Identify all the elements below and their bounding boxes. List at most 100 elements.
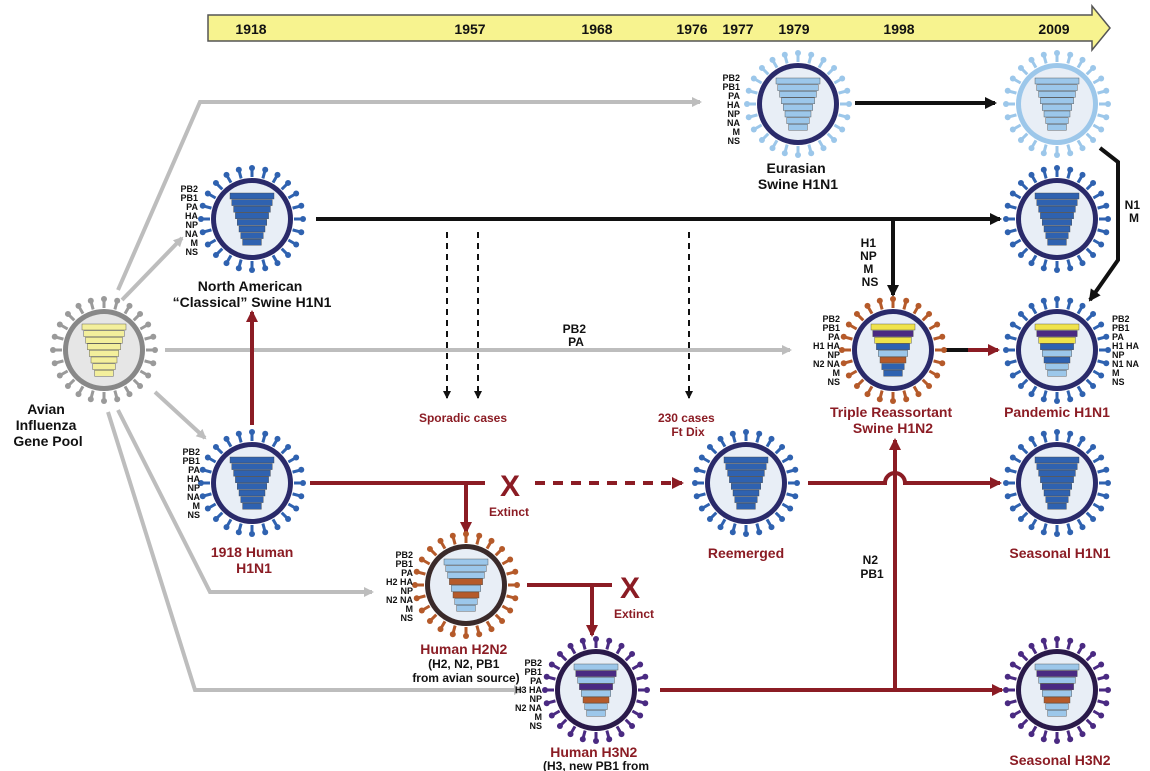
- virus-spike-tip: [213, 252, 219, 258]
- virus-spike-tip: [114, 396, 120, 402]
- virus-spike-tip: [821, 145, 827, 151]
- gene: NS: [187, 510, 200, 520]
- virus-spike-tip: [544, 674, 550, 680]
- virus-spike-tip: [770, 57, 776, 63]
- virus-spike-tip: [224, 524, 230, 530]
- gene-segment: [1040, 98, 1073, 104]
- virus-spike-tip: [544, 700, 550, 706]
- virus-spike-tip: [450, 533, 456, 539]
- gene: NS: [727, 136, 740, 146]
- n1-m-label: N1 M: [1125, 198, 1144, 225]
- gene: NS: [529, 721, 542, 731]
- eurasian-label-line: Swine H1N1: [758, 176, 838, 192]
- gene-segment: [1044, 226, 1070, 232]
- virus-spike-tip: [1003, 101, 1009, 107]
- h2n2-label-note: (H2, N2, PB1: [428, 657, 500, 671]
- virus-spike-tip: [419, 557, 425, 563]
- h2n2-label: Human H2N2 (H2, N2, PB1 from avian sourc…: [412, 641, 519, 685]
- virus-spike-tip: [839, 76, 845, 82]
- gene-segment: [451, 585, 481, 591]
- virus-spike-tip: [1080, 260, 1086, 266]
- n2-pb1-label-line: PB1: [860, 567, 884, 581]
- virus-spike-tip: [787, 455, 793, 461]
- virus-spike-tip: [1010, 713, 1016, 719]
- virus-seasonal-h3n2: [1003, 636, 1111, 744]
- n1-m-label-line: M: [1129, 211, 1139, 225]
- triple-label: Triple Reassortant Swine H1N2: [830, 404, 956, 436]
- virus-spike-tip: [1090, 65, 1096, 71]
- gene: NS: [1112, 377, 1125, 387]
- virus-spike-tip: [1003, 687, 1009, 693]
- gene-segment: [1044, 111, 1070, 117]
- virus-spike-tip: [285, 516, 291, 522]
- gene-segment: [871, 324, 915, 330]
- sporadic-label: Sporadic cases: [419, 411, 507, 425]
- virus-spike-tip: [1029, 172, 1035, 178]
- virus-spike-tip: [746, 88, 752, 94]
- gene-segment: [1035, 78, 1079, 84]
- virus-spike-tip: [200, 467, 206, 473]
- virus-na-swine: [198, 165, 306, 273]
- virus-spike-tip: [236, 167, 242, 173]
- virus-spike-tip: [1010, 322, 1016, 328]
- virus-spike-tip: [137, 383, 143, 389]
- virus-triple: [839, 296, 947, 404]
- virus-spike-tip: [298, 203, 304, 209]
- arrow-avian-to-na-swine: [122, 238, 182, 300]
- gene-segment: [235, 477, 268, 483]
- virus-spike-tip: [1067, 52, 1073, 58]
- virus-spike-tip: [903, 396, 909, 402]
- avian-label-line: Gene Pool: [13, 433, 82, 449]
- virus-spike-tip: [293, 455, 299, 461]
- virus-spike-tip: [489, 626, 495, 632]
- virus-spike-tip: [249, 267, 255, 273]
- gene-segment: [237, 483, 267, 489]
- virus-spike-tip: [262, 167, 268, 173]
- virus-seasonal-h1n1: [1003, 429, 1111, 537]
- year-1976: 1976: [676, 21, 707, 37]
- virus-spike-tip: [1103, 700, 1109, 706]
- virus-spike-tip: [1067, 529, 1073, 535]
- virus-spike-tip: [1080, 524, 1086, 530]
- gene-segment: [84, 331, 124, 337]
- virus-spike-tip: [1018, 723, 1024, 729]
- virus-spike-tip: [249, 429, 255, 435]
- gene-segment: [230, 457, 274, 463]
- virus-spike-tip: [414, 595, 420, 601]
- virus-spike-tip: [298, 467, 304, 473]
- gene-segment: [1044, 357, 1070, 363]
- virus-spike-tip: [580, 736, 586, 742]
- n2-pb1-label: N2 PB1: [860, 553, 884, 581]
- gene-segment: [241, 497, 263, 503]
- extinct-x-mark-2: X: [620, 572, 640, 605]
- virus-spike-tip: [1103, 203, 1109, 209]
- virus-spike-tip: [57, 322, 63, 328]
- virus-spike-tip: [903, 298, 909, 304]
- virus-spike-tip: [1029, 260, 1035, 266]
- virus-spike-tip: [751, 76, 757, 82]
- gene-segment: [1040, 477, 1073, 483]
- gene-segment: [585, 704, 607, 710]
- virus-spike-tip: [224, 172, 230, 178]
- virus-spike-tip: [1054, 636, 1060, 642]
- virus-spike-tip: [939, 360, 945, 366]
- virus-spike-tip: [1105, 480, 1111, 486]
- virus-spike-tip: [275, 260, 281, 266]
- virus-spike-tip: [1041, 167, 1047, 173]
- gene-segment: [1042, 350, 1072, 356]
- virus-spike-tip: [1090, 137, 1096, 143]
- virus-spike-tip: [1105, 216, 1111, 222]
- virus-spike-tip: [1080, 436, 1086, 442]
- virus-spike-tip: [1010, 506, 1016, 512]
- gene-segment: [884, 370, 903, 376]
- virus-spike-tip: [916, 391, 922, 397]
- n2-pb1-label-line: N2: [863, 553, 879, 567]
- virus-spike-tip: [1067, 265, 1073, 271]
- virus-spike-tip: [236, 265, 242, 271]
- virus-spike-tip: [1041, 431, 1047, 437]
- gene-segment: [1042, 219, 1072, 225]
- virus-spike-tip: [205, 242, 211, 248]
- virus-spike-tip: [236, 529, 242, 535]
- gene-segment: [1048, 503, 1067, 509]
- virus-spike-tip: [1041, 265, 1047, 271]
